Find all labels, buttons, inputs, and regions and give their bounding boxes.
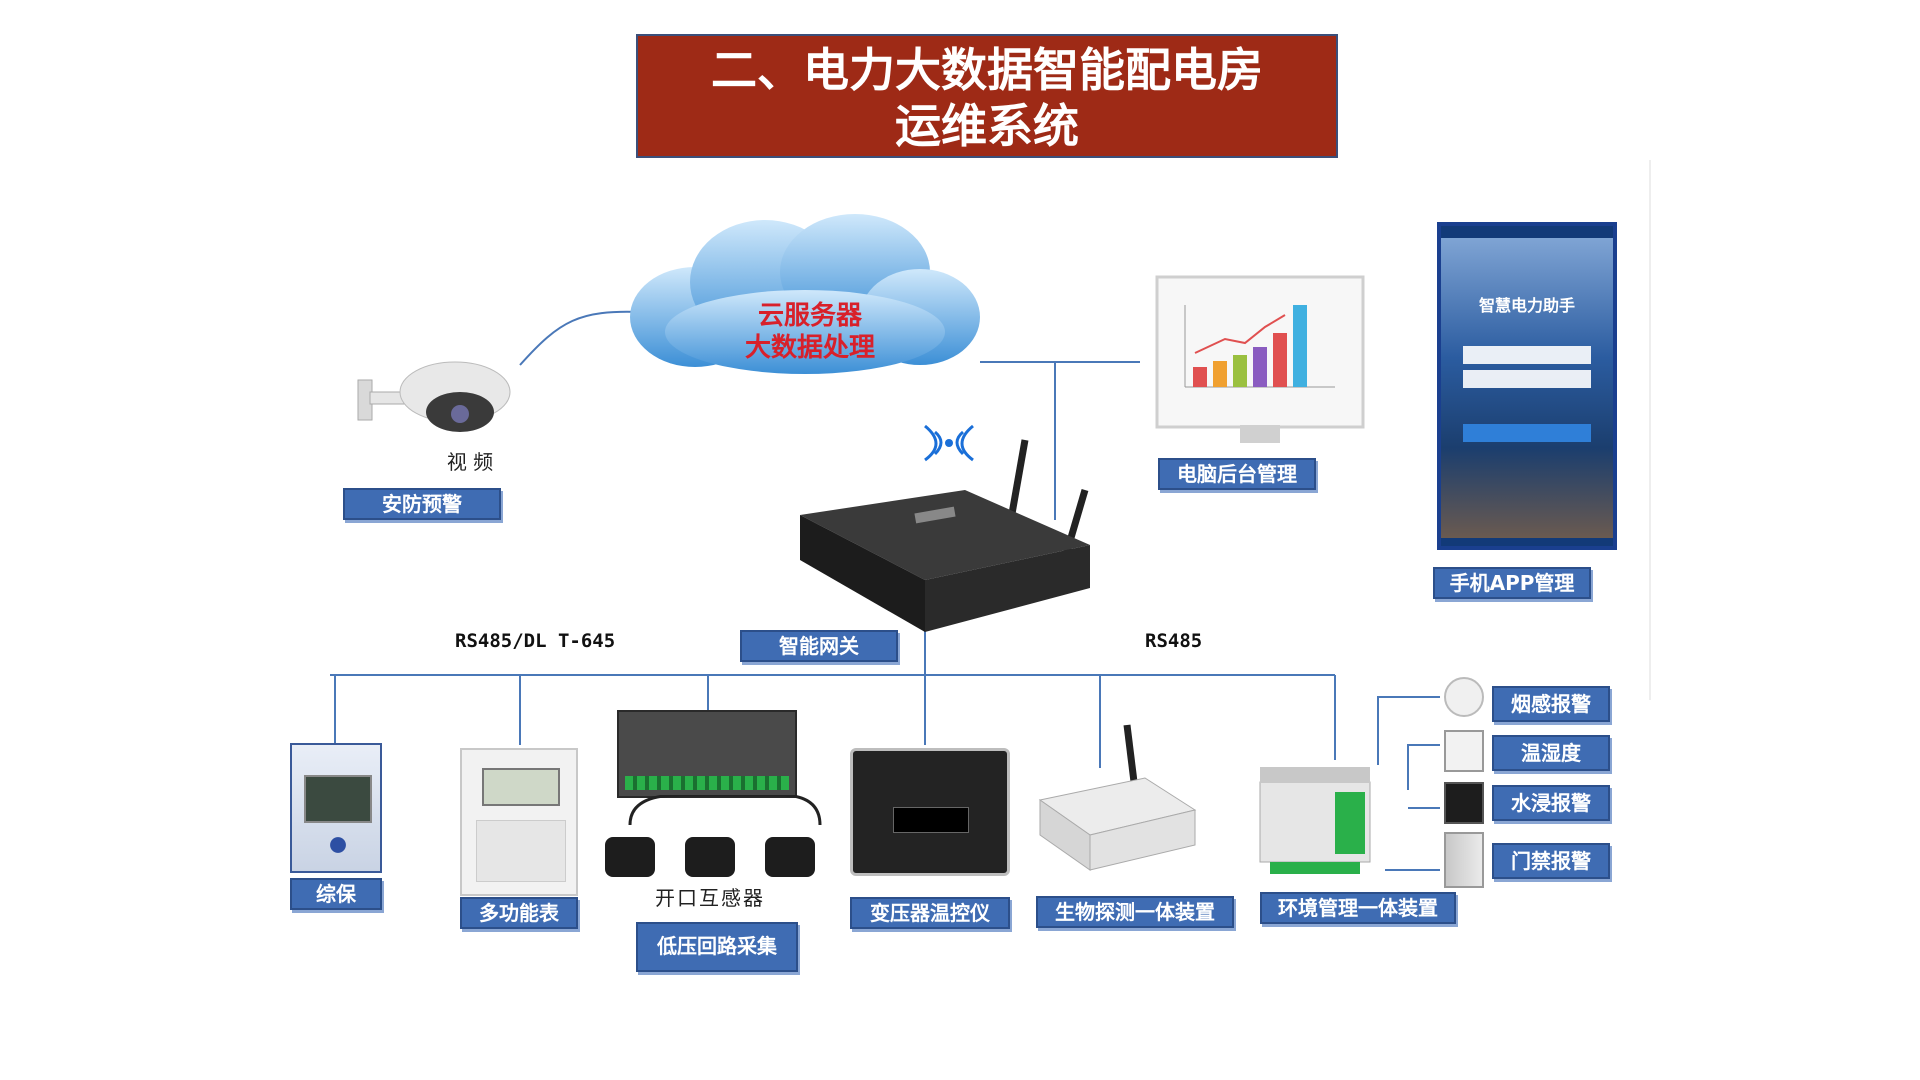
cloud-icon bbox=[630, 214, 980, 374]
env-management-device-icon bbox=[1259, 767, 1371, 874]
thermo-hygrometer-icon bbox=[1444, 730, 1484, 772]
title-line-1: 二、电力大数据智能配电房 bbox=[711, 43, 1263, 97]
smoke-detector-icon bbox=[1444, 677, 1484, 717]
password-field[interactable] bbox=[1463, 370, 1591, 388]
bus-label-left: RS485/DL T-645 bbox=[455, 630, 616, 652]
mobile-app-label: 手机APP管理 bbox=[1433, 567, 1591, 599]
low-voltage-label: 低压回路采集 bbox=[636, 922, 798, 972]
login-button[interactable] bbox=[1463, 424, 1591, 442]
smart-gateway-label: 智能网关 bbox=[740, 630, 898, 662]
bio-detection-label: 生物探测一体装置 bbox=[1036, 896, 1234, 928]
multifunction-meter-device bbox=[460, 748, 578, 896]
gateway-device-icon bbox=[800, 424, 1090, 632]
cloud-label: 云服务器 大数据处理 bbox=[690, 300, 930, 364]
bus-label-right: RS485 bbox=[1145, 630, 1203, 652]
meter-label: 多功能表 bbox=[460, 897, 578, 929]
app-title: 智慧电力助手 bbox=[1478, 296, 1575, 315]
temp-humidity-label: 温湿度 bbox=[1492, 735, 1610, 771]
pc-backend-label: 电脑后台管理 bbox=[1158, 458, 1316, 490]
env-management-label: 环境管理一体装置 bbox=[1260, 892, 1456, 924]
ct-caption: 开口互感器 bbox=[655, 886, 765, 910]
smoke-alarm-label: 烟感报警 bbox=[1492, 686, 1610, 722]
cloud-line-1: 云服务器 bbox=[757, 301, 862, 331]
monitor-chart-icon bbox=[1155, 275, 1365, 443]
phone-screen: 智慧电力助手 bbox=[1437, 222, 1617, 550]
security-alarm-label: 安防预警 bbox=[343, 488, 501, 520]
protection-relay-device bbox=[290, 743, 382, 873]
door-access-icon bbox=[1444, 832, 1484, 888]
title-line-2: 运维系统 bbox=[895, 99, 1079, 153]
username-field[interactable] bbox=[1463, 346, 1591, 364]
current-transformer-icons bbox=[605, 795, 822, 877]
water-alarm-label: 水浸报警 bbox=[1492, 785, 1610, 821]
low-voltage-collector-device bbox=[617, 710, 797, 798]
cloud-line-2: 大数据处理 bbox=[744, 333, 875, 363]
camera-caption: 视 频 bbox=[446, 450, 494, 474]
dome-camera-icon bbox=[357, 361, 511, 432]
transformer-temp-controller-device bbox=[850, 748, 1010, 876]
door-alarm-label: 门禁报警 bbox=[1492, 843, 1610, 879]
water-leak-sensor-icon bbox=[1444, 782, 1484, 824]
transformer-label: 变压器温控仪 bbox=[850, 897, 1010, 929]
page-title: 二、电力大数据智能配电房 运维系统 bbox=[636, 34, 1338, 158]
protection-label: 综保 bbox=[290, 878, 382, 910]
bio-detection-device-icon bbox=[1038, 724, 1197, 871]
